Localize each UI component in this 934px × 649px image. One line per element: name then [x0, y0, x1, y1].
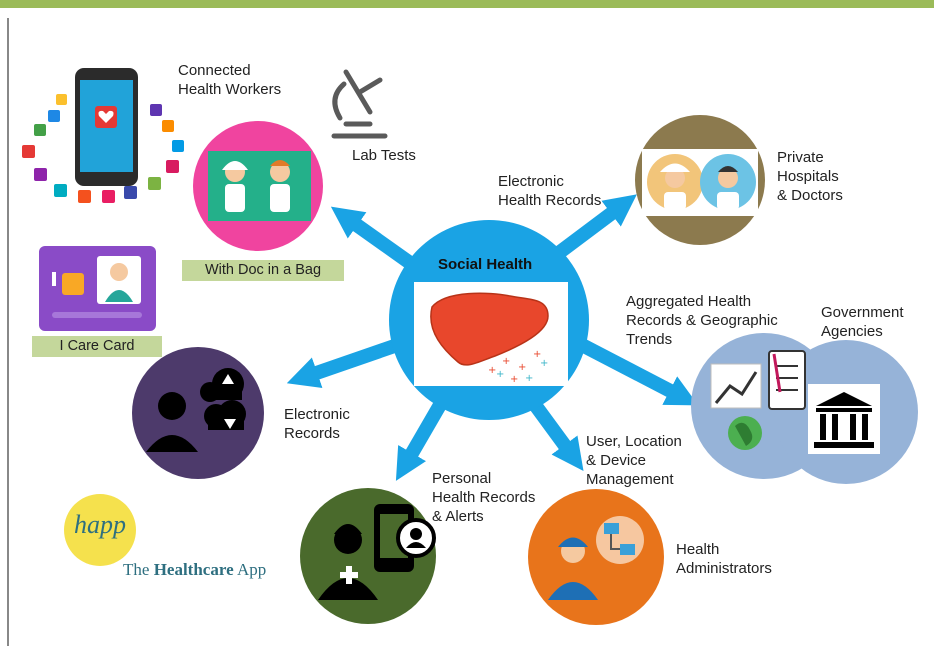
- svg-text:+: +: [518, 362, 526, 373]
- brand-name: Healthcare: [153, 560, 234, 579]
- svg-text:+: +: [496, 369, 504, 380]
- arrow-to-private-hospitals: [551, 194, 637, 261]
- arrows: [286, 194, 699, 481]
- svg-text:+: +: [533, 349, 541, 360]
- brand-suffix: App: [236, 560, 267, 579]
- arrow-to-health-workers: [330, 206, 425, 276]
- health-admin-circle: [528, 489, 664, 625]
- arrow-to-electronic-records: [286, 335, 409, 388]
- happ-logo-text: happ: [74, 510, 126, 539]
- tag-i-care-card: I Care Card: [32, 336, 162, 357]
- svg-text:+: +: [525, 373, 533, 384]
- center-title: Social Health: [438, 256, 533, 273]
- svg-text:+: +: [510, 374, 518, 385]
- label-electronic-health-records: Electronic Health Records: [498, 173, 602, 209]
- personal-health-circle: [300, 488, 436, 624]
- arrow-to-personal-records: [395, 394, 451, 481]
- brand-line: The Healthcare App: [123, 560, 266, 580]
- electronic-records-circle: [132, 347, 264, 479]
- label-private-hospitals: Private Hospitals & Doctors: [777, 149, 843, 204]
- label-electronic-records: Electronic Records: [284, 406, 350, 442]
- arrow-to-user-management: [524, 393, 584, 471]
- aggregated-health-circle: [691, 333, 918, 484]
- social-health-hub: +++ ++ +++: [389, 220, 589, 420]
- connected-phone-icon: [22, 68, 184, 203]
- label-government-agencies: Government Agencies: [821, 304, 904, 340]
- label-aggregated-records: Aggregated Health Records & Geographic T…: [626, 293, 778, 348]
- government-building-icon: [808, 384, 880, 454]
- private-hospitals-circle: [635, 115, 765, 245]
- label-connected-health-workers: Connected Health Workers: [178, 62, 282, 98]
- label-lab-tests: Lab Tests: [352, 147, 416, 164]
- svg-text:+: +: [502, 356, 510, 367]
- svg-text:+: +: [540, 358, 548, 369]
- arrow-to-aggregated: [578, 338, 699, 406]
- tag-doc-in-a-bag: With Doc in a Bag: [182, 260, 344, 281]
- label-user-location-device: User, Location & Device Management: [586, 433, 682, 488]
- svg-text:+: +: [488, 365, 496, 376]
- top-accent-bar: [0, 0, 934, 8]
- doctor-pair-icon: [222, 160, 290, 212]
- liver-icon: [430, 292, 549, 366]
- i-care-card-icon: [39, 246, 156, 331]
- label-personal-health-records: Personal Health Records & Alerts: [432, 470, 536, 525]
- happ-logo: [64, 494, 136, 566]
- left-rule: [7, 18, 9, 646]
- label-health-administrators: Health Administrators: [676, 541, 772, 577]
- brand-prefix: The: [123, 560, 150, 579]
- doc-in-bag-circle: [193, 121, 323, 251]
- microscope-icon: [331, 69, 388, 139]
